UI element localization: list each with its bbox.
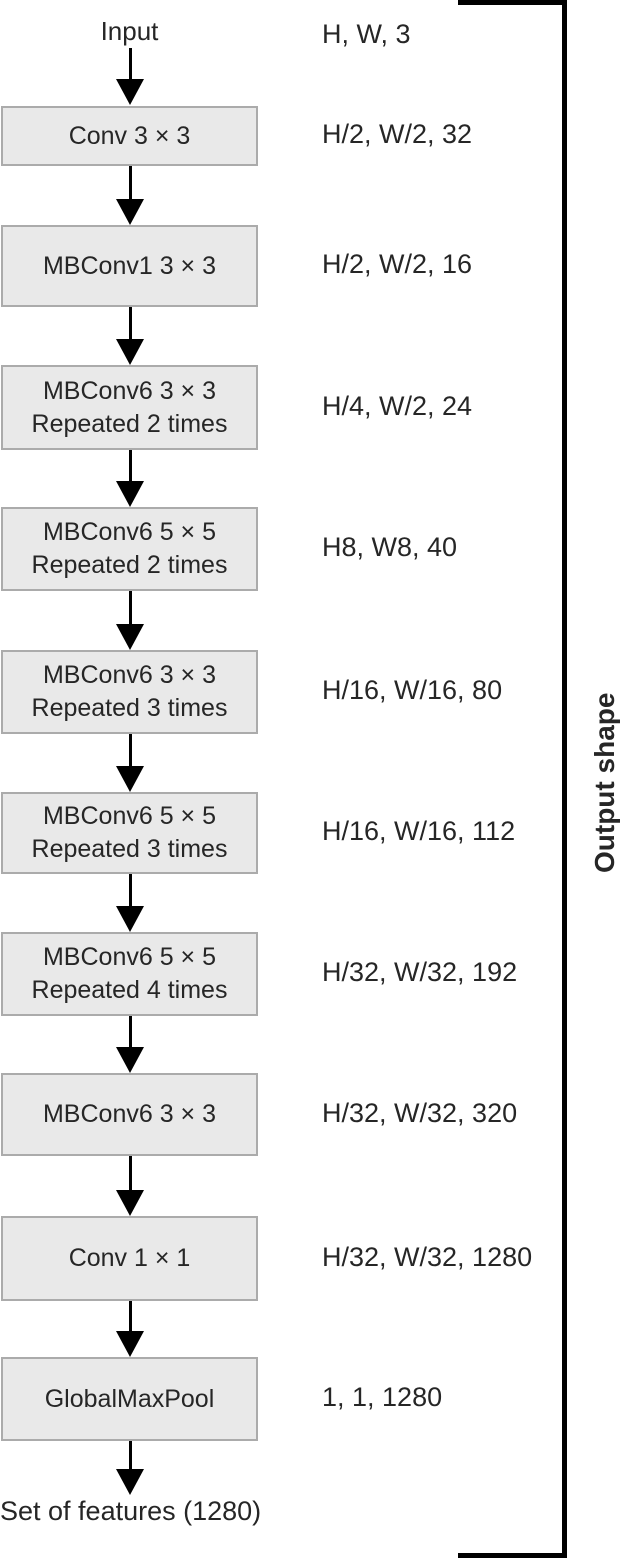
- arrow-head: [116, 624, 144, 650]
- layer-name: MBConv6 5 × 5: [42, 802, 216, 830]
- layer-name: MBConv6 5 × 5: [42, 943, 216, 971]
- input-shape-value: H, W, 3: [322, 19, 411, 49]
- down-arrow-icon: [116, 162, 144, 225]
- output-shape-value: H/2, W/2, 16: [322, 249, 473, 279]
- arrow-head: [116, 339, 144, 365]
- down-arrow-icon: [116, 48, 144, 105]
- layer-box: MBConv6 5 × 5 Repeated 3 times: [1, 792, 258, 874]
- layer-box: MBConv6 3 × 3 Repeated 3 times: [1, 650, 258, 734]
- layer-box: MBConv6 5 × 5 Repeated 4 times: [1, 932, 258, 1016]
- arrow-head: [116, 199, 144, 225]
- arrow-head: [116, 1331, 144, 1357]
- layer-name: MBConv6 5 × 5: [42, 518, 216, 546]
- layer-box: Conv 1 × 1: [1, 1216, 258, 1301]
- output-shape-bracket-bottom-arm: [458, 1553, 567, 1558]
- output-shape-value: H/4, W/2, 24: [322, 390, 473, 421]
- arrow-head: [116, 766, 144, 792]
- arrow-stem: [128, 1297, 132, 1335]
- arrow-stem: [128, 303, 132, 343]
- layer-repeat-label: Repeated 3 times: [31, 835, 228, 863]
- down-arrow-icon: [116, 587, 144, 650]
- down-arrow-icon: [116, 303, 144, 365]
- layer-repeat-label: Repeated 2 times: [31, 409, 228, 438]
- layer-name: Conv 3 × 3: [68, 121, 191, 150]
- layer-name: MBConv1 3 × 3: [42, 251, 216, 280]
- layer-box: GlobalMaxPool: [1, 1357, 258, 1441]
- arrow-head: [116, 481, 144, 507]
- down-arrow-icon: [116, 1012, 144, 1073]
- output-shape-bracket-line: [562, 0, 567, 1558]
- arrow-stem: [128, 730, 132, 770]
- output-shape-value: H/32, W/32, 320: [322, 1097, 518, 1128]
- arrow-stem: [128, 1012, 132, 1051]
- layer-name: MBConv6 3 × 3: [42, 376, 216, 405]
- arrow-head: [116, 906, 144, 932]
- arrow-head: [116, 1190, 144, 1216]
- layer-name: Conv 1 × 1: [68, 1244, 191, 1272]
- arrow-stem: [128, 1437, 132, 1473]
- output-shape-value: H/32, W/32, 1280: [322, 1241, 533, 1272]
- layer-name: GlobalMaxPool: [44, 1384, 215, 1413]
- output-features-label: Set of features (1280): [0, 1496, 262, 1526]
- output-shape-value: H8, W8, 40: [322, 532, 458, 562]
- layer-box: MBConv6 3 × 3: [1, 1073, 258, 1156]
- layer-box: MBConv6 3 × 3 Repeated 2 times: [1, 365, 258, 450]
- output-shape-value: H/32, W/32, 192: [322, 957, 518, 987]
- down-arrow-icon: [116, 870, 144, 932]
- arrow-stem: [128, 870, 132, 910]
- arrow-stem: [128, 1152, 132, 1194]
- layer-repeat-label: Repeated 2 times: [31, 551, 228, 579]
- output-shape-value: H/16, W/16, 112: [322, 816, 516, 846]
- layer-name: MBConv6 3 × 3: [42, 1100, 216, 1128]
- output-shape-value: H/2, W/2, 32: [322, 119, 473, 149]
- arrow-head: [116, 1047, 144, 1073]
- layer-repeat-label: Repeated 4 times: [31, 976, 228, 1004]
- arrow-stem: [128, 162, 132, 203]
- down-arrow-icon: [116, 1437, 144, 1495]
- output-shape-bracket-label: Output shape: [589, 692, 620, 873]
- layer-name: MBConv6 3 × 3: [42, 661, 216, 689]
- down-arrow-icon: [116, 446, 144, 507]
- arrow-stem: [128, 48, 132, 83]
- arrow-stem: [128, 587, 132, 628]
- layer-box: MBConv6 5 × 5 Repeated 2 times: [1, 507, 258, 591]
- input-label: Input: [100, 16, 159, 46]
- layer-box: Conv 3 × 3: [1, 106, 258, 166]
- arrow-head: [116, 1469, 144, 1495]
- down-arrow-icon: [116, 730, 144, 792]
- arrow-stem: [128, 446, 132, 485]
- layer-box: MBConv1 3 × 3: [1, 225, 258, 307]
- down-arrow-icon: [116, 1152, 144, 1216]
- output-shape-bracket-top-arm: [458, 0, 567, 5]
- down-arrow-icon: [116, 1297, 144, 1357]
- output-shape-value: 1, 1, 1280: [322, 1382, 443, 1412]
- output-shape-value: H/16, W/16, 80: [322, 675, 503, 705]
- arrow-head: [116, 79, 144, 105]
- layer-repeat-label: Repeated 3 times: [31, 694, 228, 722]
